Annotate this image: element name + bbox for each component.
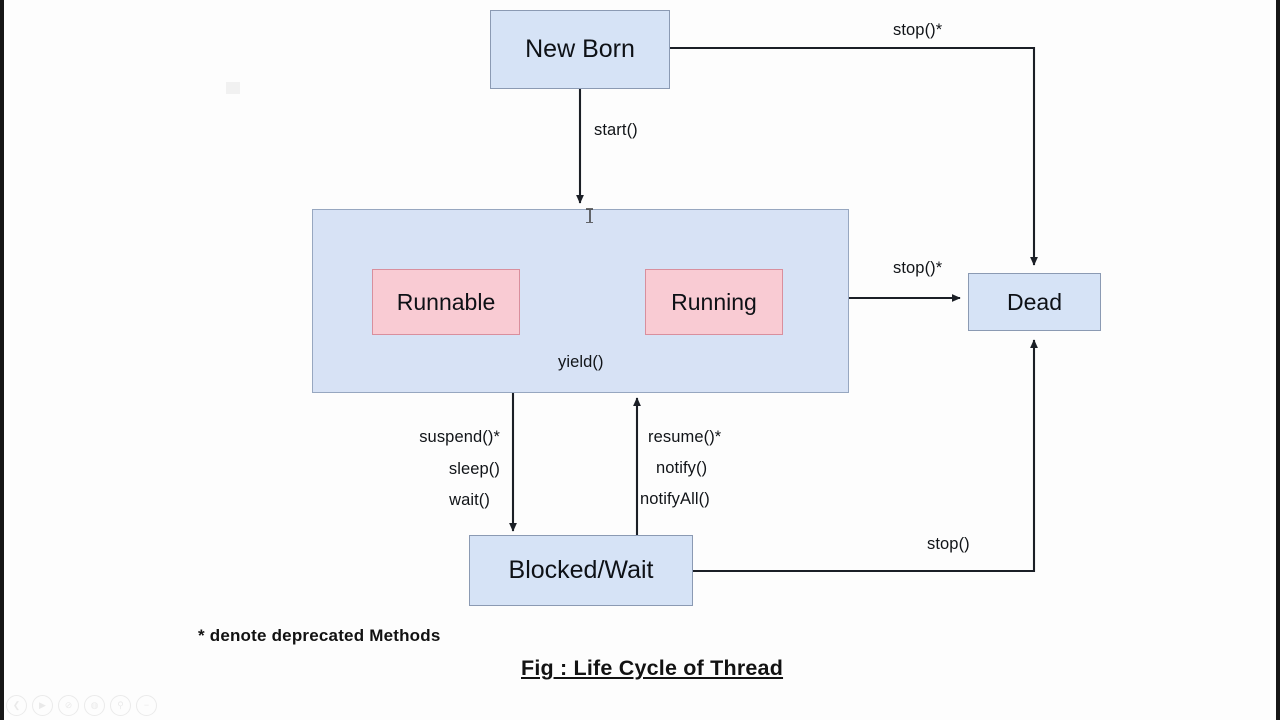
node-new-born[interactable]: New Born (490, 10, 670, 89)
node-runnable-label: Runnable (396, 288, 496, 315)
play-icon[interactable]: ▶ (32, 695, 53, 716)
node-running[interactable]: Running (645, 269, 783, 335)
edge-label-stop-blocked-dead: stop() (927, 535, 970, 553)
minus-glyph: − (143, 700, 150, 710)
globe-glyph: ◍ (90, 700, 99, 710)
globe-icon[interactable]: ◍ (84, 695, 105, 716)
edge-label-notify: notify() (656, 459, 708, 477)
edge-label-stop-newborn-dead: stop()* (893, 21, 943, 39)
deprecated-footnote: * denote deprecated Methods (198, 626, 441, 645)
edge-newborn-to-dead (670, 46, 1038, 266)
text-cursor-icon (586, 208, 593, 223)
edge-label-start: start() (594, 121, 638, 139)
edge-label-notify-all: notifyAll() (640, 490, 710, 508)
edge-label-wait: wait() (449, 491, 490, 509)
node-new-born-label: New Born (525, 35, 635, 63)
edge-label-stop-running-dead: stop()* (893, 259, 943, 277)
no-entry-icon[interactable]: ⊘ (58, 695, 79, 716)
minus-icon[interactable]: − (136, 695, 157, 716)
edge-blocked-to-dead (693, 339, 1038, 573)
node-running-label: Running (671, 288, 757, 315)
edge-label-yield: yield() (558, 353, 604, 371)
edge-label-sleep: sleep() (448, 460, 500, 478)
edge-label-suspend: suspend()* (419, 428, 500, 446)
left-letterbox-edge (0, 0, 4, 720)
image-artifact (226, 82, 240, 94)
no-entry-glyph: ⊘ (64, 700, 73, 710)
search-glyph: ⚲ (117, 700, 124, 710)
skip-back-glyph: ❮ (12, 700, 21, 710)
play-glyph: ▶ (39, 700, 46, 710)
figure-caption: Fig : Life Cycle of Thread (521, 656, 784, 680)
search-icon[interactable]: ⚲ (110, 695, 131, 716)
node-dead[interactable]: Dead (968, 273, 1101, 331)
node-blocked-wait[interactable]: Blocked/Wait (469, 535, 693, 606)
edge-label-resume: resume()* (648, 428, 722, 446)
video-player-controls[interactable]: ❮ ▶ ⊘ ◍ ⚲ − (6, 695, 157, 716)
skip-back-icon[interactable]: ❮ (6, 695, 27, 716)
right-letterbox-edge (1276, 0, 1280, 720)
node-runnable[interactable]: Runnable (372, 269, 520, 335)
node-blocked-wait-label: Blocked/Wait (508, 556, 654, 584)
node-dead-label: Dead (1007, 288, 1062, 315)
